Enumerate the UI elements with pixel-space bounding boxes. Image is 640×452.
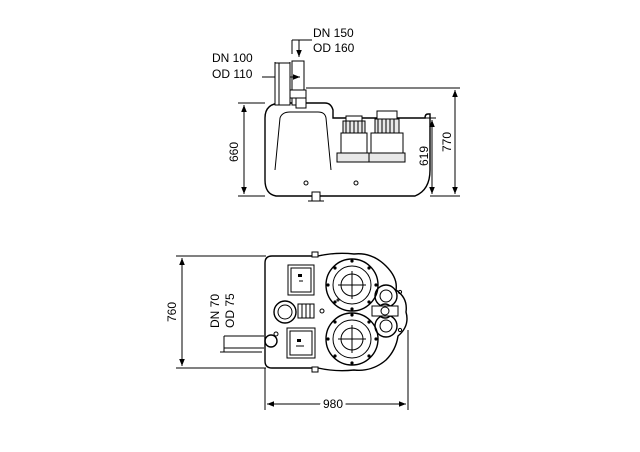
height-770-label: 770 (440, 132, 454, 152)
drain-stub (311, 191, 321, 202)
inlet-dn-label: DN 70 (208, 294, 222, 328)
tank-outline-top (264, 252, 408, 372)
outlet-od-label: OD 160 (313, 41, 355, 55)
vent-pipe (274, 62, 291, 106)
height-660-label: 660 (227, 142, 241, 162)
pump-left (336, 115, 372, 163)
inlet-od-label: OD 75 (223, 293, 237, 328)
height-619-label: 619 (417, 146, 431, 166)
pump-right (368, 110, 406, 163)
outlet-dn-label: DN 150 (313, 26, 354, 40)
outlet-center (371, 303, 399, 319)
side-view: DN 150 OD 160 DN 100 OD 110 660 619 770 (212, 26, 460, 202)
width-980-label: 980 (323, 397, 343, 411)
cover-plate-lower (286, 327, 316, 359)
vent-od-label: OD 110 (212, 67, 253, 81)
tank-hood (274, 111, 332, 171)
cover-plate-upper (287, 264, 315, 296)
depth-760-label: 760 (165, 302, 179, 322)
pump-flange-lower (325, 312, 379, 366)
vent-dn-label: DN 100 (212, 51, 253, 65)
pump-flange-upper (325, 258, 379, 312)
top-view: 760 980 DN 70 OD 75 (165, 251, 409, 414)
